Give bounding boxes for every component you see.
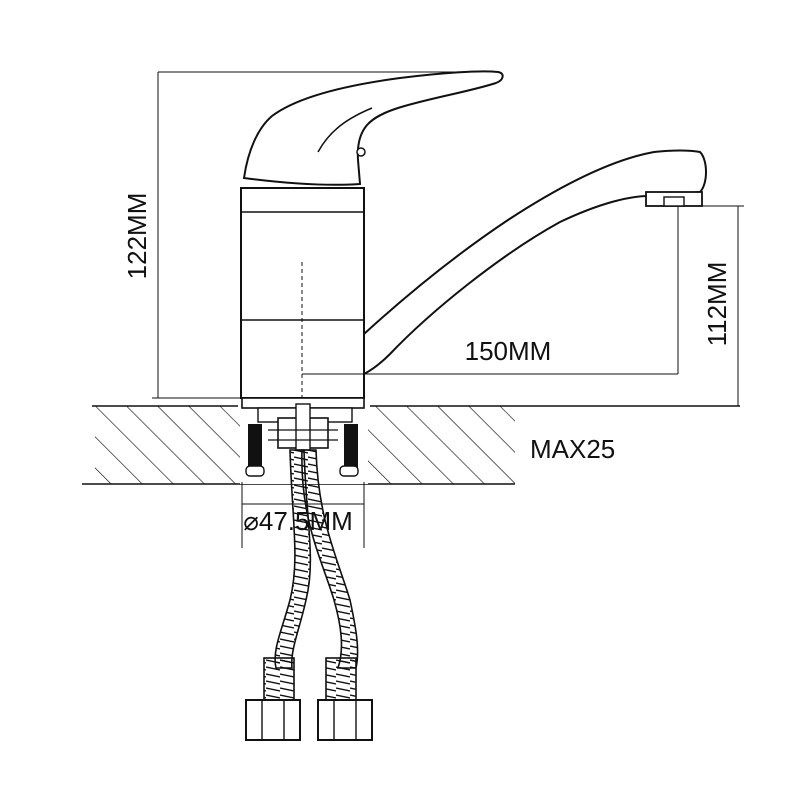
dimension-spout-height <box>677 205 744 406</box>
spout <box>363 149 707 376</box>
label-spout-height: 112MM <box>702 262 732 347</box>
flexible-hoses <box>245 449 373 741</box>
mounting-assembly <box>241 397 365 477</box>
lever-handle <box>242 70 504 186</box>
dimension-height-total <box>152 71 480 399</box>
label-max-thickness: MAX25 <box>530 434 615 464</box>
label-height-total: 122MM <box>122 193 152 280</box>
dimension-mount-diameter <box>241 482 365 548</box>
countertop <box>82 404 740 485</box>
label-spout-reach: 150MM <box>465 336 552 366</box>
label-mount-diameter: ⌀47.5MM <box>243 506 353 536</box>
